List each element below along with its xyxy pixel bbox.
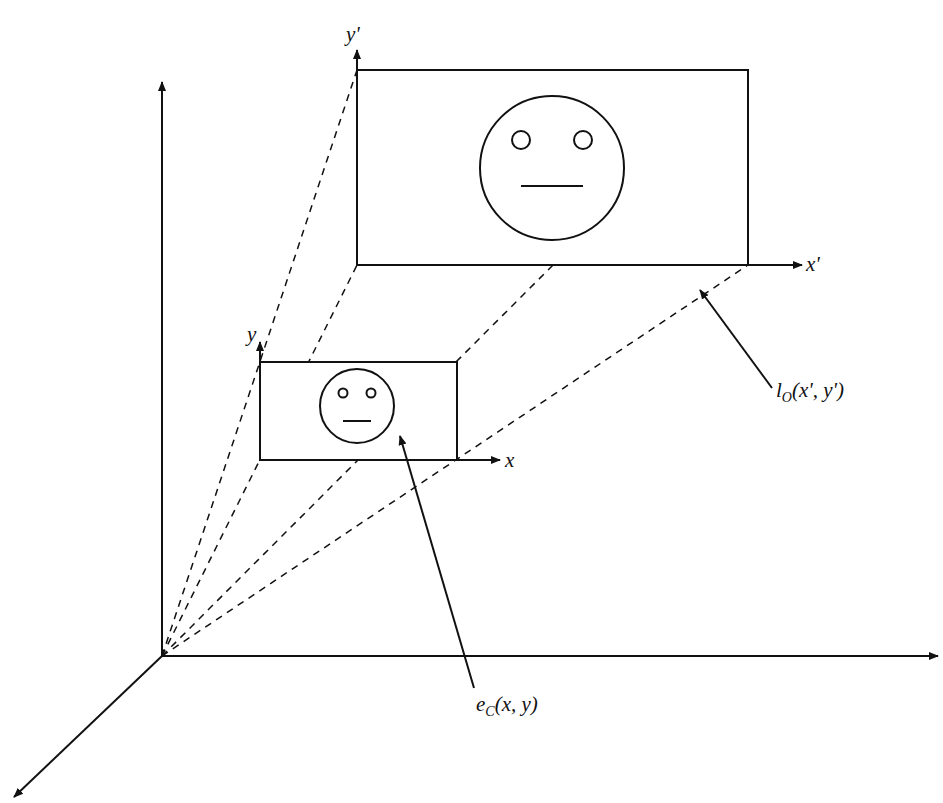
label-text: x' — [806, 252, 820, 276]
object-function-label: lO(x', y') — [776, 380, 844, 401]
label-text: e — [476, 692, 485, 716]
label-text: (x, y) — [495, 692, 538, 716]
label-text: y' — [346, 22, 360, 46]
label-text: (x', y') — [792, 378, 844, 402]
axis-label: y' — [346, 24, 360, 45]
label-text: l — [776, 378, 782, 402]
label-text: x — [505, 448, 514, 472]
axis-label: x — [505, 450, 514, 471]
subscript: C — [485, 704, 494, 719]
axis-label: x' — [806, 254, 820, 275]
subscript: O — [782, 390, 792, 405]
image-function-label: eC(x, y) — [476, 694, 538, 715]
label-text: y — [247, 322, 256, 346]
axis-label: y — [247, 324, 256, 345]
